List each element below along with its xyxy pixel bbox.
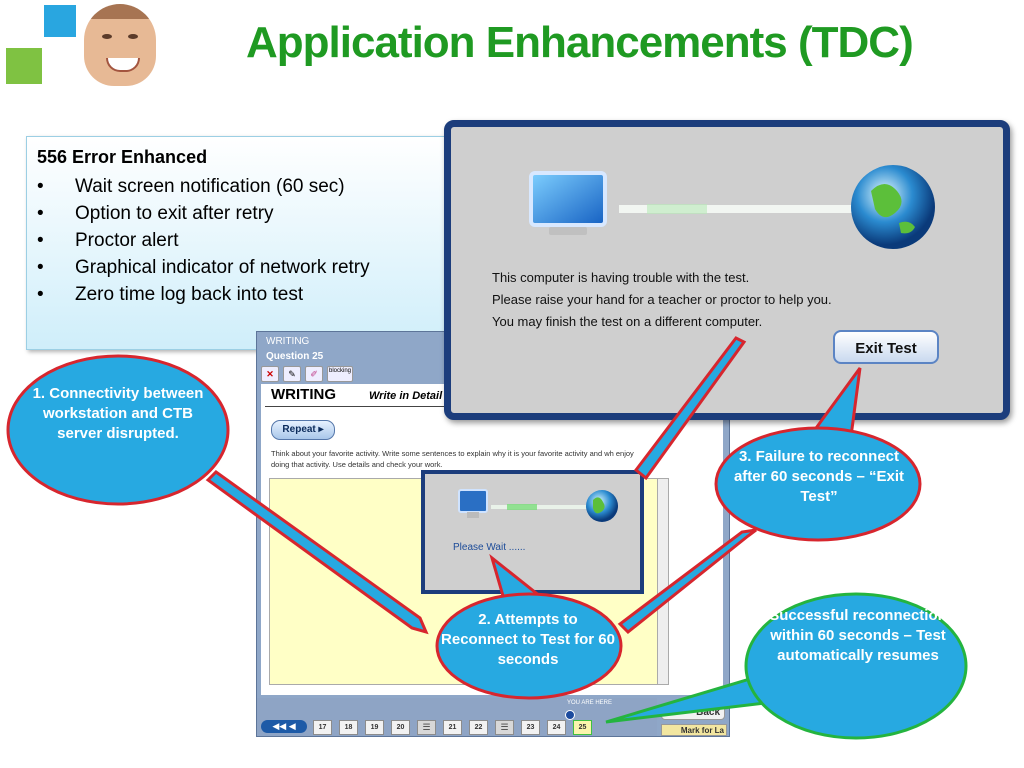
question-nav-bar: YOU ARE HERE ◀◀ ◀ 17 18 19 20 ☰ 21 22 ☰ … xyxy=(257,698,657,736)
callout-3-text: 3. Failure to reconnect after 60 seconds… xyxy=(733,448,905,505)
feature-item: Proctor alert xyxy=(37,227,370,254)
pencil-tool-icon[interactable]: ✎ xyxy=(283,366,301,382)
callout-1-text: 1. Connectivity between workstation and … xyxy=(32,385,204,442)
writing-subheading: Write in Detail xyxy=(369,390,443,402)
question-button[interactable]: 18 xyxy=(339,720,358,735)
question-button[interactable]: 19 xyxy=(365,720,384,735)
dialog-message-line: You may finish the test on a different c… xyxy=(492,314,763,329)
question-button[interactable]: 20 xyxy=(391,720,410,735)
back-button[interactable]: Back xyxy=(661,704,725,720)
question-button[interactable]: 21 xyxy=(443,720,462,735)
globe-land xyxy=(871,184,902,218)
callout-2-text: 2. Attempts to Reconnect to Test for 60 … xyxy=(441,611,615,668)
question-prompt: Think about your favorite activity. Writ… xyxy=(271,449,634,469)
question-button[interactable]: 17 xyxy=(313,720,332,735)
previous-arrows-button[interactable]: ◀◀ ◀ xyxy=(261,720,307,733)
answer-scrollbar[interactable] xyxy=(657,478,669,685)
feature-item: Wait screen notification (60 sec) xyxy=(37,173,370,200)
connection-pulse xyxy=(647,204,707,214)
connection-graphic xyxy=(529,165,935,249)
blocking-tool-icon[interactable]: blocking xyxy=(327,366,353,382)
section-label: WRITING xyxy=(266,336,310,347)
question-button[interactable]: 22 xyxy=(469,720,488,735)
question-list-icon[interactable]: ☰ xyxy=(495,720,514,735)
dialog-message-line: Please raise your hand for a teacher or … xyxy=(492,292,832,307)
computer-stand xyxy=(467,512,479,518)
connection-pulse xyxy=(507,504,537,510)
logo-square-blue xyxy=(44,5,76,37)
close-tool-icon[interactable]: ✕ xyxy=(261,366,279,382)
please-wait-text: Please Wait ...... xyxy=(453,542,526,553)
repeat-button[interactable]: Repeat ▸ xyxy=(271,420,335,440)
connection-line xyxy=(619,205,863,213)
question-label: Question 25 xyxy=(266,351,324,362)
mark-for-later-button[interactable]: Mark for La xyxy=(661,724,727,736)
feature-list: Wait screen notification (60 sec) Option… xyxy=(37,173,370,308)
globe-land xyxy=(899,221,915,234)
page-title: Application Enhancements (TDC) xyxy=(246,18,914,67)
eraser-tool-icon[interactable]: ✐ xyxy=(305,366,323,382)
info-box: 556 Error Enhanced Wait screen notificat… xyxy=(26,136,472,350)
dialog-message: This computer is having trouble with the… xyxy=(492,267,832,333)
exit-test-button[interactable]: Exit Test xyxy=(833,330,939,364)
writing-heading: WRITING xyxy=(271,386,336,403)
computer-icon xyxy=(529,171,607,227)
logo-square-green xyxy=(6,48,42,84)
computer-icon xyxy=(458,489,488,513)
question-button[interactable]: 24 xyxy=(547,720,566,735)
you-are-here-label: YOU ARE HERE xyxy=(567,700,613,706)
question-list-icon[interactable]: ☰ xyxy=(417,720,436,735)
computer-stand xyxy=(549,227,587,235)
feature-item: Zero time log back into test xyxy=(37,281,370,308)
current-question-button[interactable]: 25 xyxy=(573,720,592,735)
info-title: 556 Error Enhanced xyxy=(37,147,208,167)
network-error-dialog: This computer is having trouble with the… xyxy=(444,120,1010,420)
globe-land xyxy=(593,497,605,514)
position-marker-icon xyxy=(565,710,575,720)
question-button[interactable]: 23 xyxy=(521,720,540,735)
connection-graphic xyxy=(458,489,618,522)
dialog-message-line: This computer is having trouble with the… xyxy=(492,270,750,285)
tool-bar: ✕ ✎ ✐ blocking xyxy=(261,366,461,382)
feature-item: Graphical indicator of network retry xyxy=(37,254,370,281)
please-wait-dialog: Please Wait ...... xyxy=(421,470,644,594)
callout-4-text: Successful reconnection within 60 second… xyxy=(769,607,947,664)
connection-line xyxy=(491,505,599,509)
smiling-man-photo xyxy=(84,4,156,86)
feature-item: Option to exit after retry xyxy=(37,200,370,227)
